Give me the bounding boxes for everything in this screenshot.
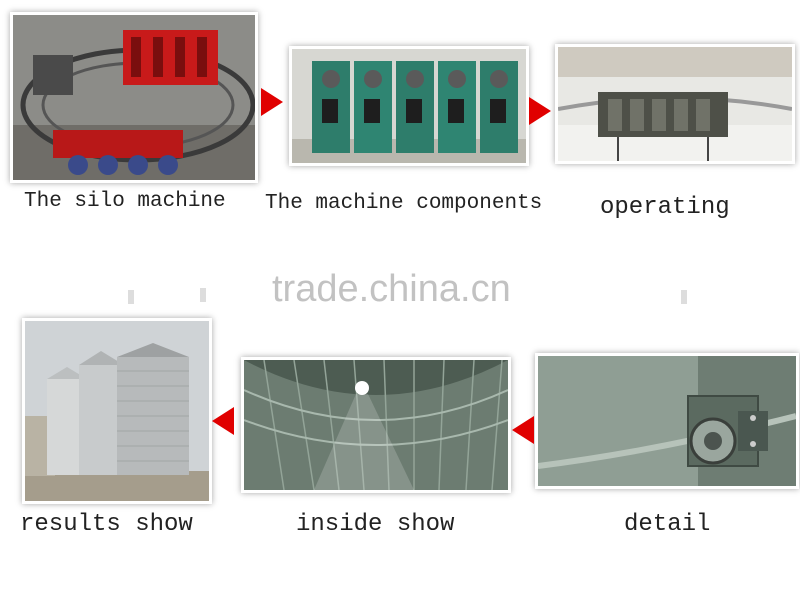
results-show-image bbox=[25, 321, 209, 501]
arrow-right-icon bbox=[529, 97, 551, 125]
arrow-left-icon bbox=[212, 407, 234, 435]
machine-components-photo bbox=[289, 46, 529, 166]
operating-image bbox=[558, 47, 792, 161]
caption-results-show: results show bbox=[20, 511, 193, 538]
faint-mark bbox=[200, 288, 206, 302]
operating-photo bbox=[555, 44, 795, 164]
detail-image bbox=[538, 356, 796, 486]
silo-machine-photo bbox=[10, 12, 258, 183]
arrow-left-icon bbox=[512, 416, 534, 444]
faint-mark bbox=[681, 290, 687, 304]
detail-photo bbox=[535, 353, 799, 489]
faint-mark bbox=[128, 290, 134, 304]
inside-show-image bbox=[244, 360, 508, 490]
watermark: trade.china.cn bbox=[272, 268, 511, 310]
silo-machine-image bbox=[13, 15, 255, 180]
arrow-right-icon bbox=[261, 88, 283, 116]
caption-inside-show: inside show bbox=[296, 511, 455, 538]
caption-machine-components: The machine components bbox=[265, 192, 543, 215]
caption-detail: detail bbox=[624, 511, 711, 538]
caption-operating: operating bbox=[600, 194, 730, 221]
results-show-photo bbox=[22, 318, 212, 504]
caption-silo-machine: The silo machine bbox=[24, 190, 226, 213]
machine-components-image bbox=[292, 49, 526, 163]
inside-show-photo bbox=[241, 357, 511, 493]
